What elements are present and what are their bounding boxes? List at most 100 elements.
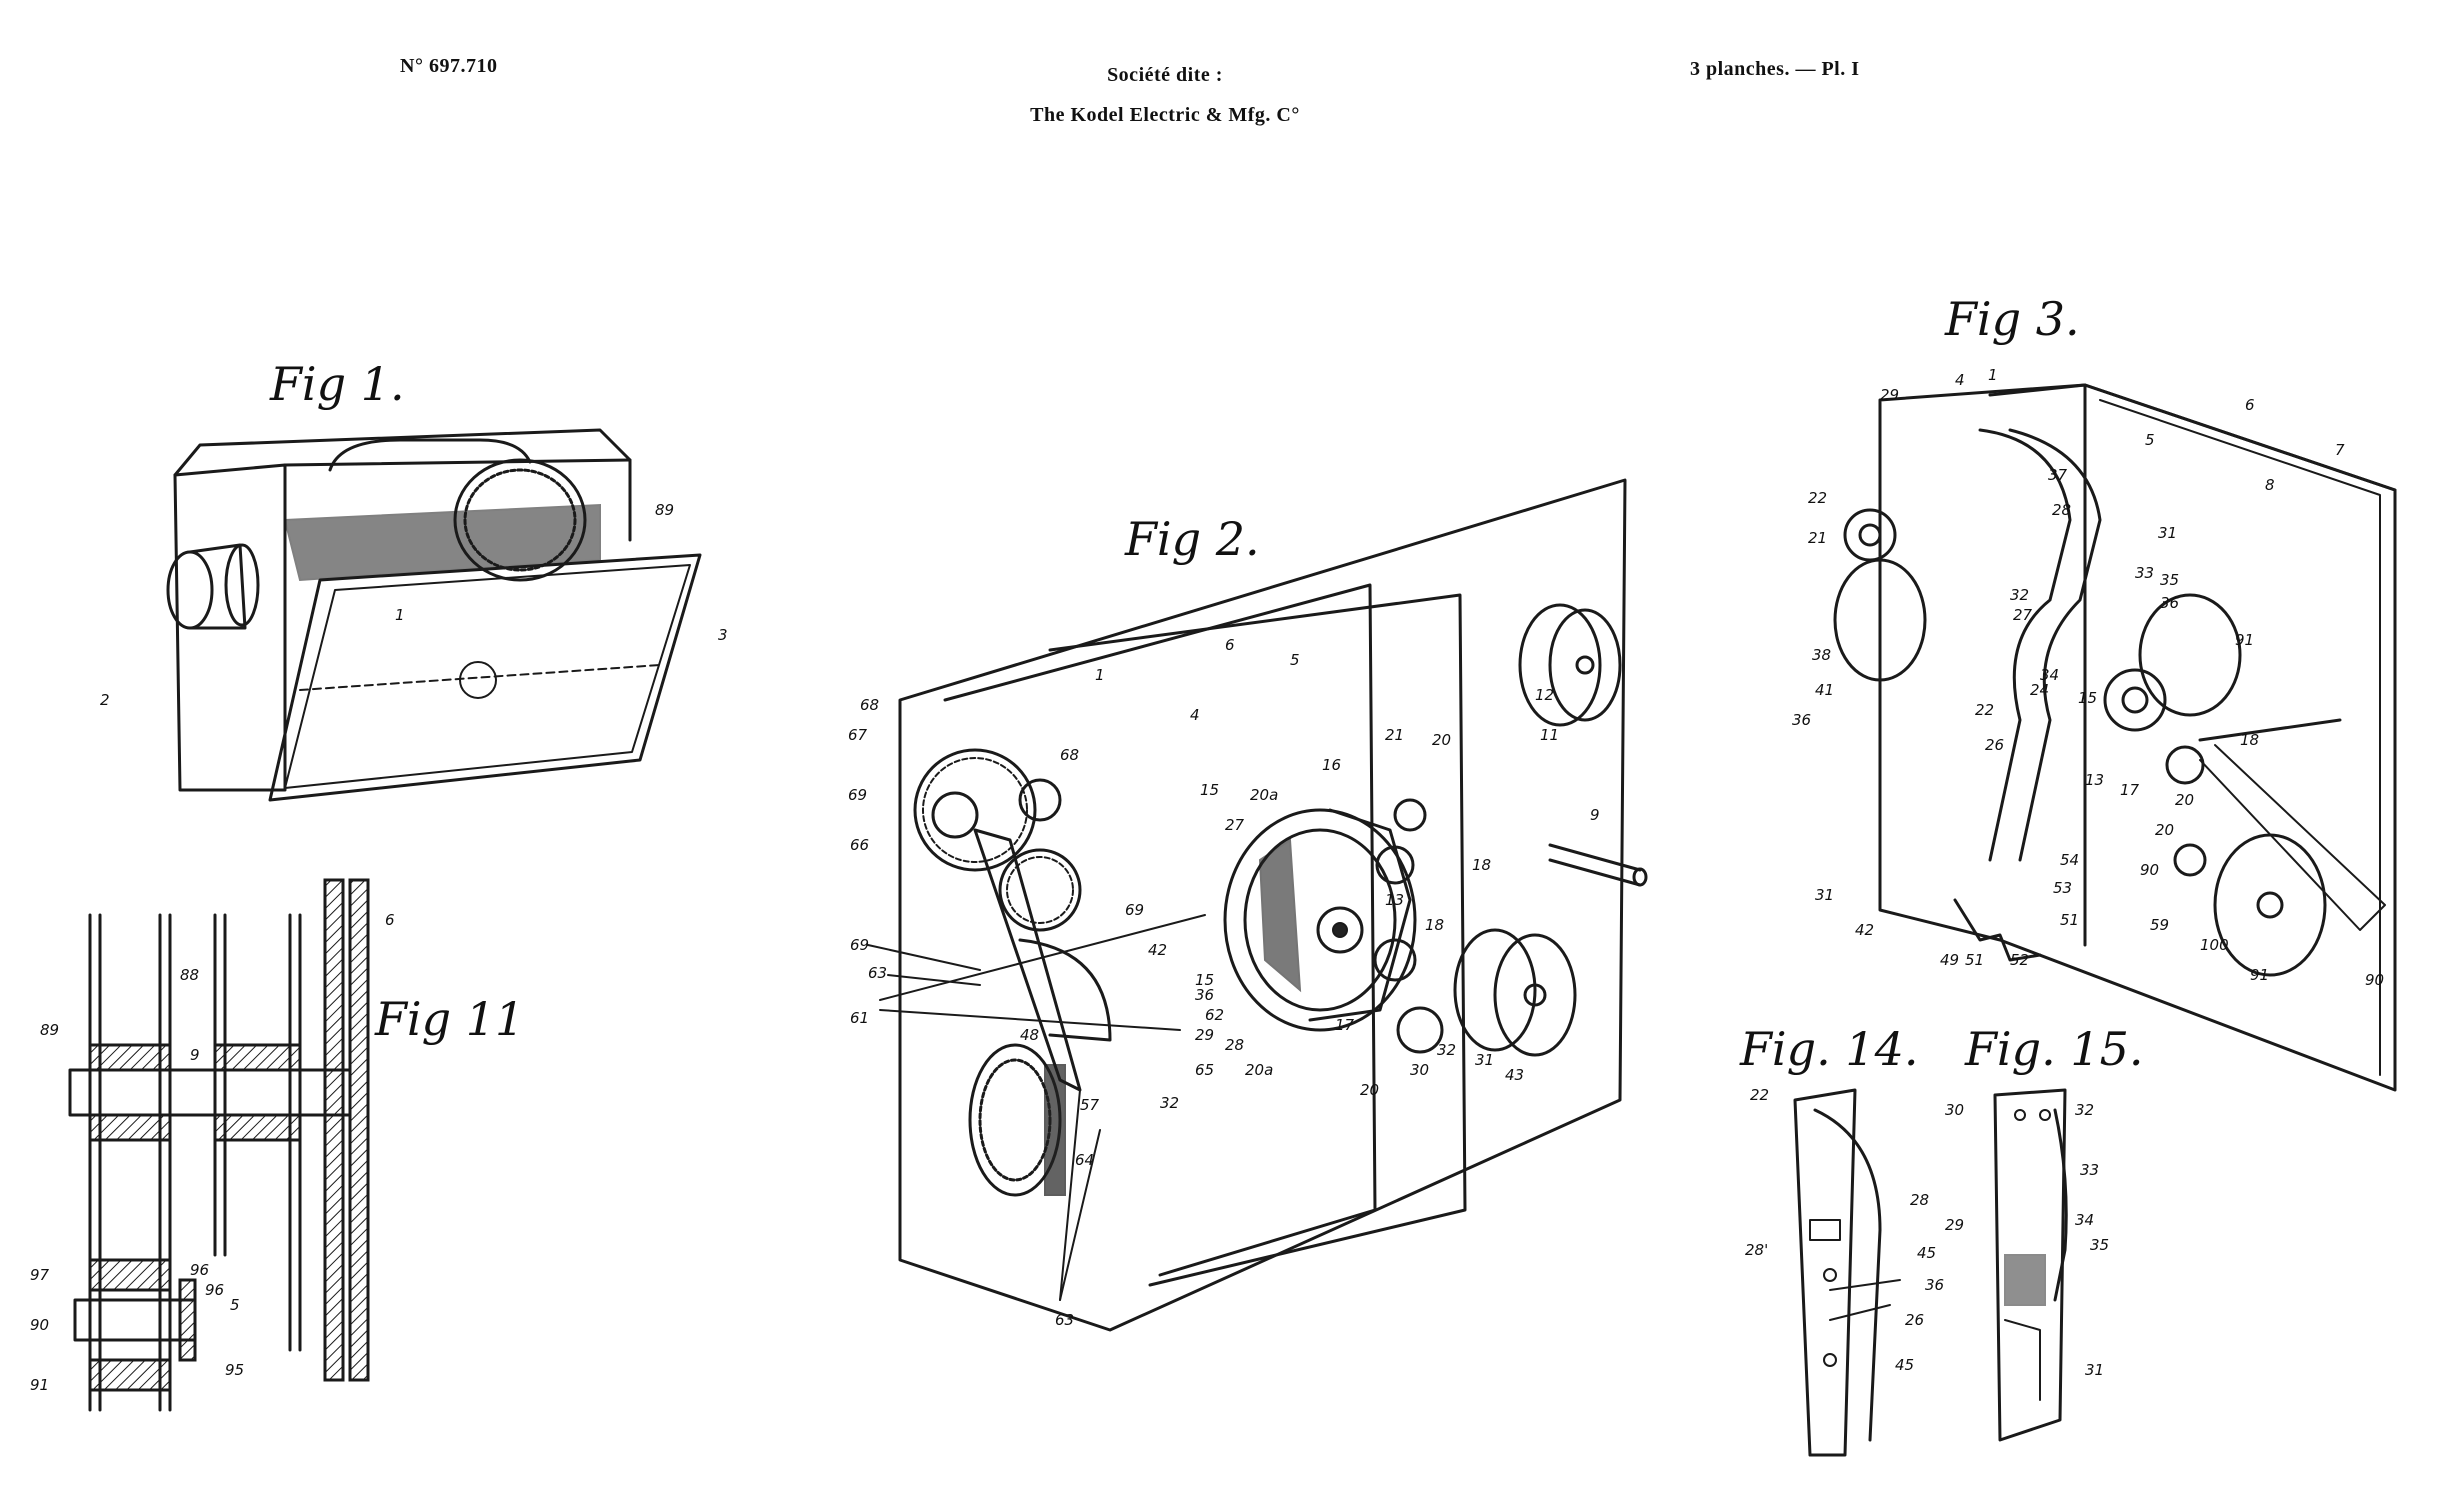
fig2-ref-61: 64 [1075, 1151, 1094, 1169]
fig11-ref-95: 95 [225, 1361, 244, 1379]
fig14-ref-45: 45 [1895, 1356, 1914, 1374]
fig3-ref-42: 41 [1815, 681, 1834, 699]
fig1-ref-3: 3 [718, 626, 728, 644]
fig3-ref-20: 20 [2155, 821, 2174, 839]
company-name: Société dite : The Kodel Electric & Mfg.… [1000, 55, 1330, 135]
fig11-ref-96b: 96 [205, 1281, 224, 1299]
fig2-ref-9: 9 [1590, 806, 1600, 824]
fig11-ref-97: 97 [30, 1266, 50, 1284]
company-line-1: Société dite : [1107, 64, 1223, 86]
fig2-ref-65: 68 [860, 696, 879, 714]
fig15-ref-32: 32 [2075, 1101, 2094, 1119]
fig3-ref-26: 24 [2030, 681, 2049, 699]
fig3-ref-15: 15 [2078, 689, 2097, 707]
fig15-ref-33: 33 [2080, 1161, 2099, 1179]
fig11-ref-96a: 96 [190, 1261, 209, 1279]
fig15-ref-35: 35 [2090, 1236, 2109, 1254]
fig2-ref-27: 28 [1225, 1036, 1244, 1054]
fig3-ref-91: 91 [2250, 966, 2269, 984]
fig2-ref-59: 63 [868, 964, 887, 982]
fig2-ref-42: 42 [1148, 941, 1167, 959]
fig1-ref-2: 2 [100, 691, 110, 709]
fig3-ref-24: 22 [1808, 489, 1827, 507]
figure-11: Fig 11 89 88 6 9 97 90 91 96 96 5 95 [30, 878, 524, 1412]
fig14-ref-28: 28 [1910, 1191, 1929, 1209]
fig2-ref-11: 11 [1540, 726, 1559, 744]
fig2-ref-60: 63 [1055, 1311, 1074, 1329]
fig2-ref-18: 18 [1472, 856, 1491, 874]
figure-15: Fig. 15. 30 32 33 29 34 35 31 [1945, 1022, 2143, 1442]
fig2-ref-18b: 18 [1425, 916, 1444, 934]
fig2-ref-5: 5 [1290, 651, 1300, 669]
fig3-ref-92: 90 [2140, 861, 2159, 879]
fig2-ref-20-low: 20 [1360, 1081, 1379, 1099]
fig3-title: Fig 3. [1944, 292, 2080, 346]
fig15-ref-29: 29 [1945, 1216, 1964, 1234]
fig14-ref-28p: 28' [1745, 1241, 1768, 1259]
fig14-title: Fig. 14. [1739, 1022, 1918, 1076]
fig3-ref-53: 52 [2010, 951, 2029, 969]
fig3-ref-37: 36 [2160, 594, 2179, 612]
fig2-ref-32: 32 [1437, 1041, 1456, 1059]
fig3-ref-52b: 51 [2060, 911, 2079, 929]
fig2-ref-66: 69 [848, 786, 867, 804]
fig2-ref-29: 30 [1410, 1061, 1429, 1079]
figure-3: Fig 3. 29 4 1 6 5 7 8 37 28 31 22 21 [1792, 292, 2397, 1092]
fig3-ref-8: 8 [2265, 476, 2275, 494]
fig11-ref-88: 88 [180, 966, 199, 984]
fig14-ref-22: 22 [1750, 1086, 1769, 1104]
fig3-ref-31: 31 [1815, 886, 1834, 904]
company-line-2: The Kodel Electric & Mfg. C° [1030, 104, 1300, 126]
fig3-ref-13: 13 [2085, 771, 2104, 789]
sheet-indicator: 3 planches. — Pl. I [1690, 58, 1860, 80]
fig3-ref-54: 53 [2053, 879, 2072, 897]
fig15-title: Fig. 15. [1964, 1022, 2143, 1076]
figure-14: Fig. 14. 22 28 28' 45 36 26 45 [1739, 1022, 1944, 1457]
fig3-ref-52: 51 [1965, 951, 1984, 969]
fig2-ref-12: 12 [1535, 686, 1554, 704]
fig2-ref-65b: 68 [1060, 746, 1079, 764]
fig3-ref-17: 17 [2120, 781, 2140, 799]
fig2-ref-63: 66 [850, 836, 869, 854]
fig14-ref-37: 45 [1917, 1244, 1936, 1262]
fig2-ref-15: 15 [1195, 971, 1214, 989]
fig3-ref-23: 21 [1808, 529, 1827, 547]
fig3-ref-32: 31 [2158, 524, 2177, 542]
fig3-ref-30: 29 [1880, 386, 1899, 404]
fig11-title: Fig 11 [374, 992, 524, 1046]
fig2-ref-57: 61 [850, 1009, 869, 1027]
fig11-ref-5: 5 [230, 1296, 240, 1314]
fig2-ref-36: 36 [1195, 986, 1214, 1004]
fig1-ref-1: 1 [395, 606, 405, 624]
fig2-ref-64: 67 [848, 726, 868, 744]
fig11-ref-90: 90 [30, 1316, 49, 1334]
fig3-ref-21: 20 [2175, 791, 2194, 809]
fig11-ref-91: 91 [30, 1376, 49, 1394]
fig3-ref-90: 90 [2365, 971, 2384, 989]
fig2-ref-17: 17 [1335, 1016, 1355, 1034]
fig2-ref-69: 69 [850, 936, 869, 954]
fig3-ref-55: 54 [2060, 851, 2079, 869]
fig2-ref-20a: 20a [1250, 786, 1278, 804]
fig2-ref-44: 15 [1200, 781, 1219, 799]
fig2-ref-30: 31 [1475, 1051, 1494, 1069]
fig3-ref-29: 28 [2052, 501, 2071, 519]
fig2-title: Fig 2. [1124, 512, 1260, 566]
patent-number: N° 697.710 [400, 55, 498, 77]
fig2-ref-21: 21 [1385, 726, 1404, 744]
fig2-ref-58: 62 [1205, 1006, 1224, 1024]
fig3-ref-18: 18 [2240, 731, 2259, 749]
fig2-ref-24: 27 [1225, 816, 1245, 834]
fig3-ref-24b: 22 [1975, 701, 1994, 719]
fig15-ref-31: 31 [2085, 1361, 2104, 1379]
fig11-ref-89: 89 [40, 1021, 59, 1039]
fig3-ref-41: 38 [1812, 646, 1831, 664]
fig3-ref-59: 59 [2150, 916, 2169, 934]
fig1-title: Fig 1. [269, 357, 405, 411]
fig15-ref-34: 34 [2075, 1211, 2094, 1229]
figure-1: Fig 1. 1 2 3 89 [100, 357, 728, 802]
fig3-ref-1: 1 [1988, 366, 1998, 384]
fig3-ref-5: 5 [2145, 431, 2155, 449]
figure-2: Fig 2. [848, 478, 1648, 1332]
